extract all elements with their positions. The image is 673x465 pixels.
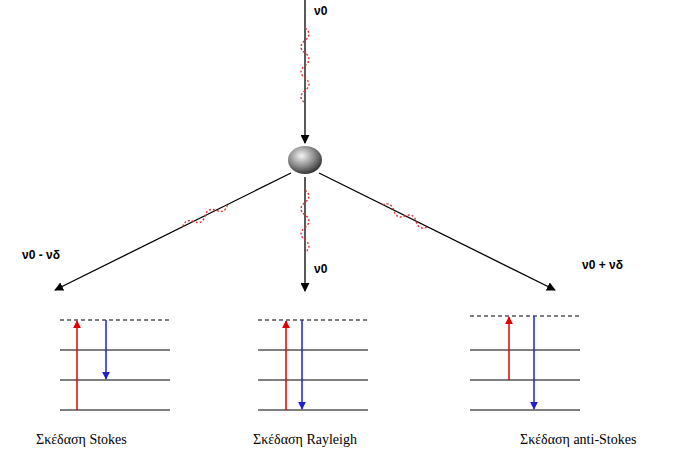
- stokes-wave: [181, 202, 229, 231]
- scattering-caption: Σκέδαση Stokes: [36, 432, 127, 449]
- rayleigh-levels: [258, 320, 368, 410]
- excitation-arrow: [508, 317, 510, 380]
- frequency-label: ν0 - νδ: [22, 248, 60, 262]
- frequency-label: ν0 + νδ: [582, 258, 623, 272]
- rayleigh-beam: [304, 177, 305, 291]
- anti-stokes-beam: [319, 173, 555, 290]
- incident-beam: [304, 0, 305, 143]
- molecule-sphere: [288, 146, 322, 174]
- frequency-label: ν0: [314, 262, 327, 276]
- emission-arrow: [301, 320, 303, 409]
- frequency-label: ν0: [314, 4, 327, 18]
- anti-stokes-levels: [470, 316, 580, 410]
- emission-arrow: [105, 320, 107, 379]
- excitation-arrow: [285, 321, 287, 410]
- scattering-caption: Σκέδαση Rayleigh: [253, 432, 357, 449]
- incident-wave: [301, 28, 309, 103]
- stokes-beam: [55, 173, 291, 290]
- stokes-levels: [60, 320, 170, 410]
- scattering-caption: Σκέδαση anti-Stokes: [520, 432, 636, 449]
- anti-stokes-wave: [381, 202, 429, 231]
- excitation-arrow: [76, 321, 78, 410]
- emission-arrow: [533, 316, 535, 409]
- photon-waves: [181, 28, 429, 253]
- rayleigh-wave: [301, 190, 309, 253]
